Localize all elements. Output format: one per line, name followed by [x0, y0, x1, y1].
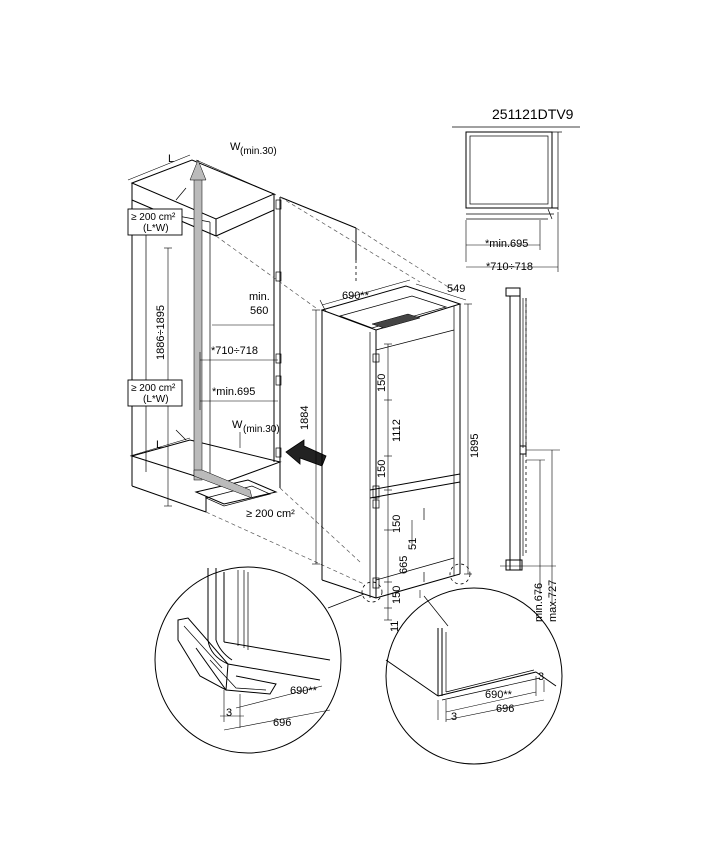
right-detail-3a-label: 3 — [538, 671, 544, 683]
detail-circle-left: 690** 3 696 — [154, 566, 365, 754]
width-top-label: W — [230, 141, 241, 153]
appliance-body — [320, 285, 471, 603]
dim-150a-label: 150 — [376, 374, 388, 392]
dim-549-label: 549 — [447, 283, 465, 295]
air-duct-vertical — [193, 175, 203, 481]
niche-height-label: 1886÷1895 — [155, 305, 167, 360]
side-max-label: max.727 — [547, 580, 559, 622]
niche-height-dimension: 1886÷1895 — [155, 247, 172, 507]
niche-min-width: *min.695 — [212, 386, 255, 398]
width-bottom-label: W — [232, 419, 243, 431]
vent-mid-line1: ≥ 200 cm² — [131, 383, 176, 394]
side-min-label: min.676 — [533, 583, 545, 622]
length-top-label: L — [168, 153, 174, 165]
width-bottom-sub: (min.30) — [243, 424, 280, 435]
air-flow-up-arrow — [189, 159, 207, 181]
left-detail-696-label: 696 — [273, 717, 291, 729]
dim-150c-label: 150 — [391, 515, 403, 533]
model-code: 251121DTV9 — [492, 106, 574, 122]
dim-1884-label: 1884 — [299, 406, 311, 430]
left-detail-3-label: 3 — [226, 707, 232, 719]
dim-150b-label: 150 — [376, 460, 388, 478]
dim-150d-label: 150 — [391, 586, 403, 604]
vent-mid-line2: (L*W) — [143, 394, 169, 405]
top-plan-view: 251121DTV9 *min.695 *710÷718 — [452, 106, 580, 273]
dim-1895-label: 1895 — [469, 434, 481, 458]
dim-690-label: 690** — [342, 290, 370, 302]
vent-area-top-box — [127, 208, 183, 236]
vent-bottom-label: ≥ 200 cm² — [246, 508, 295, 520]
niche-bottom-dimensions: L W (min.30) ≥ 200 cm² — [129, 419, 295, 520]
dim-1112-label: 1112 — [391, 419, 403, 442]
door-height-dimension: 1884 — [299, 309, 320, 565]
vent-top-line1: ≥ 200 cm² — [131, 212, 176, 223]
right-detail-690-label: 690** — [485, 689, 513, 701]
appliance-dimensions: 690** 549 1895 150 1112 150 150 51 665 1… — [319, 279, 481, 632]
width-top-sub: (min.30) — [240, 146, 277, 157]
right-detail-3b-label: 3 — [451, 711, 457, 723]
plan-min695-label: *min.695 — [485, 238, 528, 250]
niche-top-dimensions: L W (min.30) ≥ 200 cm² (L*W) — [127, 141, 277, 236]
dim-11-label: 11 — [389, 621, 401, 632]
insert-direction-arrow — [285, 439, 327, 467]
min-depth-value: 560 — [250, 305, 268, 317]
vent-top-line2: (L*W) — [143, 223, 169, 234]
right-detail-696-label: 696 — [496, 703, 514, 715]
projection-lines — [205, 196, 457, 585]
side-profile: min.676 max.727 — [500, 287, 560, 622]
vent-area-middle: ≥ 200 cm² (L*W) — [127, 379, 183, 407]
left-detail-690-label: 690** — [290, 685, 318, 697]
niche-width-range: *710÷718 — [211, 345, 258, 357]
plan-710-label: *710÷718 — [486, 261, 533, 273]
min-depth-label: min. — [249, 291, 270, 303]
vent-area-mid-box — [127, 379, 183, 407]
length-bottom-label: L — [156, 439, 162, 451]
dim-51-label: 51 — [407, 538, 419, 550]
dim-665-label: 665 — [398, 556, 410, 574]
niche-interior-dimensions: min. 560 *710÷718 *min.695 — [199, 291, 278, 410]
detail-circle-right: 690** 3 3 696 — [385, 587, 563, 765]
